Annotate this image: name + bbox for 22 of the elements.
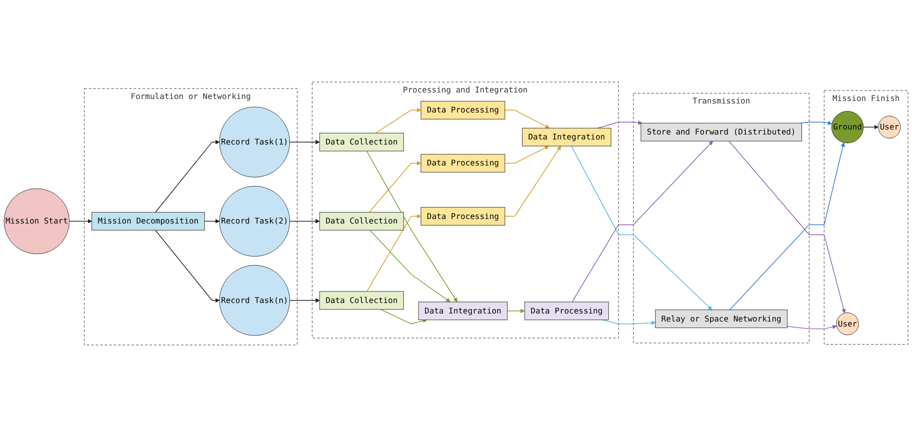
arrow — [800, 120, 832, 126]
arrow — [506, 308, 525, 314]
arrow — [289, 140, 320, 144]
arrow — [504, 146, 561, 217]
arrow — [366, 214, 422, 292]
arrow — [289, 219, 320, 224]
arrow — [863, 124, 879, 130]
arrow — [366, 150, 458, 302]
arrow — [504, 146, 550, 164]
arrow — [504, 110, 550, 128]
arrow — [375, 108, 422, 134]
arrow — [370, 230, 450, 302]
arrow — [786, 324, 837, 330]
arrow — [289, 298, 320, 303]
arrow — [602, 320, 656, 325]
arrow — [380, 309, 428, 324]
arrow — [597, 120, 642, 128]
arrow — [204, 219, 220, 224]
arrow — [155, 140, 220, 213]
arrow — [368, 161, 422, 213]
arrow — [155, 230, 220, 303]
arrow — [69, 219, 92, 224]
